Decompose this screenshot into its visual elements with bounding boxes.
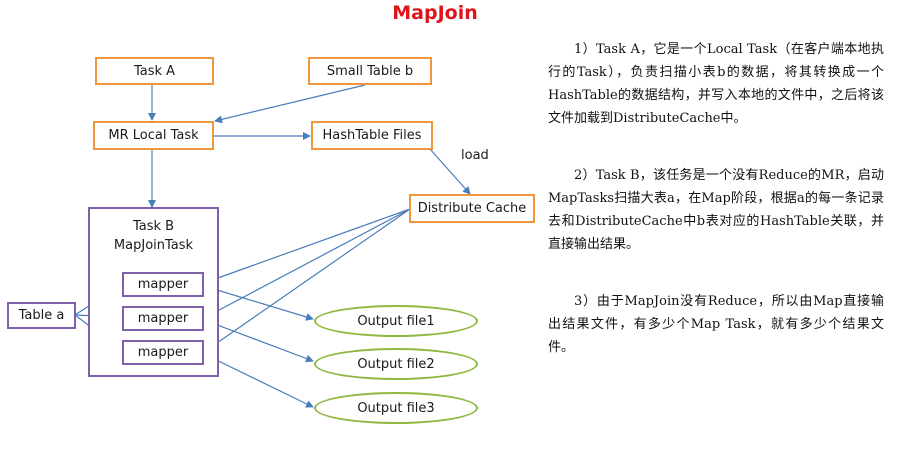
arrow-cache-to-mapper3 [203,208,411,353]
edge-label-load: load [461,148,489,163]
node-small-table-b: Small Table b [308,57,432,85]
note-paragraph-1: 1）Task A，它是一个Local Task（在客户端本地执行的Task），负… [548,42,884,126]
diagram-title: MapJoin [392,2,478,24]
arrow-mapper3-to-output3 [203,353,314,408]
task-b-sublabel: MapJoinTask [113,238,194,253]
note-paragraph-2: 2）Task B，该任务是一个没有Reduce的MR，启动MapTasks扫描大… [548,168,884,252]
node-hashtable-files: HashTable Files [311,121,433,150]
node-mr-local-task: MR Local Task [93,121,214,150]
task-b-title: Task B MapJoinTask [90,217,217,255]
arrow-cache-to-mapper2 [203,208,411,319]
node-table-a: Table a [7,302,76,329]
node-output-file-1: Output file1 [314,305,478,337]
task-b-label: Task B [132,219,175,234]
explanation-notes: 1）Task A，它是一个Local Task（在客户端本地执行的Task），负… [548,38,884,359]
arrow-mapper1-to-output1 [203,285,314,321]
note-paragraph-3: 3）由于MapJoin没有Reduce，所以由Map直接输出结果文件，有多少个M… [548,294,884,355]
node-mapper-3: mapper [122,340,204,365]
node-mapper-1: mapper [122,272,204,297]
arrow-smalltable-to-mrlocal [214,84,366,124]
node-task-a: Task A [95,57,214,85]
arrow-cache-to-mapper1 [203,208,411,285]
node-output-file-2: Output file2 [314,348,478,380]
node-output-file-3: Output file3 [314,392,478,424]
arrow-hashtable-to-cache [429,148,471,195]
arrow-mapper2-to-output2 [203,319,314,363]
node-mapper-2: mapper [122,306,204,331]
node-distribute-cache: Distribute Cache [409,194,535,223]
